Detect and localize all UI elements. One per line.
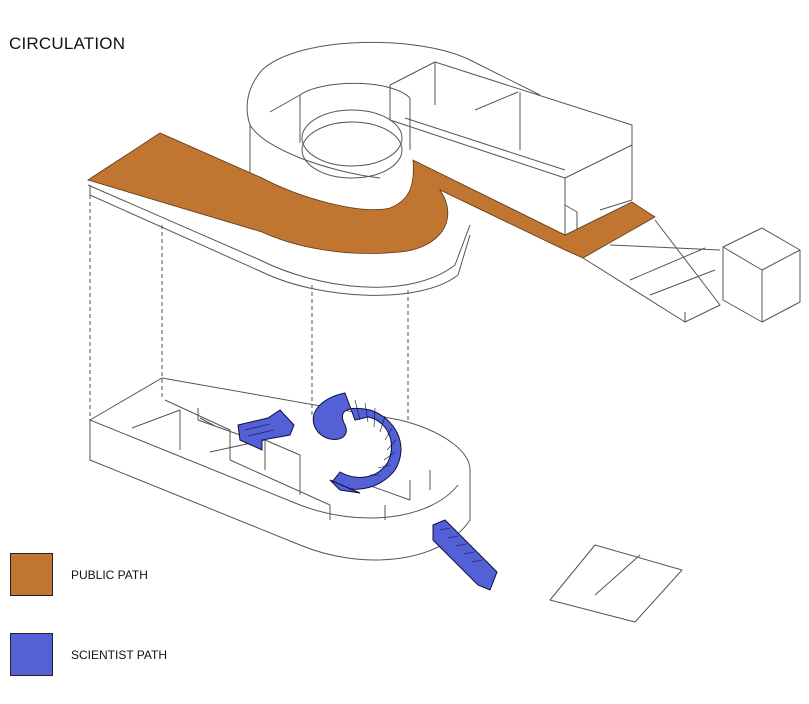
- entry-cube: [722, 227, 801, 323]
- ground-plane: [549, 544, 683, 623]
- public-path: [87, 132, 656, 259]
- straight-stair: [432, 519, 498, 591]
- upper-deck-edge: [87, 184, 471, 296]
- diagram-title: CIRCULATION: [9, 34, 126, 53]
- small-stair: [237, 409, 295, 451]
- legend-item-scientist-path: SCIENTIST PATH: [10, 633, 167, 676]
- projection-lines: [89, 195, 409, 420]
- scientist-path: [237, 392, 498, 591]
- upper-rotunda-wall: [246, 41, 541, 179]
- spiral-stair: [312, 392, 402, 490]
- legend-item-public-path: PUBLIC PATH: [10, 553, 148, 596]
- ramp-walkway: [582, 219, 721, 323]
- legend-label-scientist-path: SCIENTIST PATH: [71, 647, 168, 662]
- scientist-path-swatch: [10, 633, 53, 676]
- public-path-swatch: [10, 553, 53, 596]
- legend-label-public-path: PUBLIC PATH: [71, 567, 148, 582]
- upper-annex-box: [389, 61, 633, 250]
- lower-level-plan: [89, 377, 471, 561]
